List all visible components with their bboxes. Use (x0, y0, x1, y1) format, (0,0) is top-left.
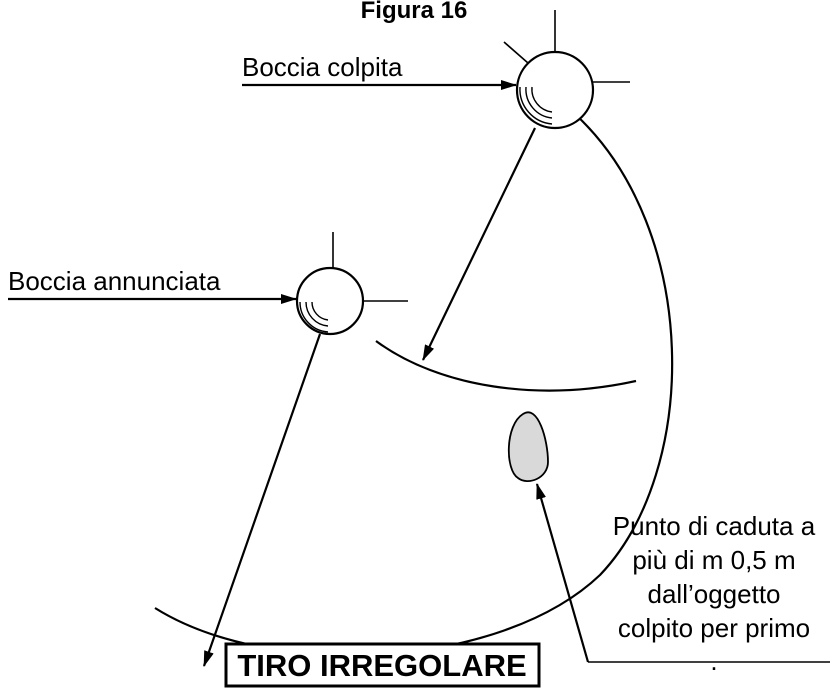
hit-ball-tick-upper-left (503, 41, 529, 64)
figure-title: Figura 16 (361, 0, 468, 24)
landing-note-line: colpito per primo (618, 613, 810, 643)
landing-note-line: più di m 0,5 m (632, 545, 795, 575)
hit-ball (503, 10, 630, 130)
banner-text: TIRO IRREGOLARE (237, 648, 526, 683)
banner-box (224, 642, 541, 688)
landing-note-line: . (710, 646, 717, 676)
landing-note-line: Punto di caduta a (613, 511, 816, 541)
landing-note-line: dall’oggetto (648, 579, 781, 609)
announced-ball-radius-arrow (202, 333, 322, 667)
hit-ball-radius-arrow (422, 127, 536, 361)
inner-arc (375, 340, 637, 392)
landing-note-arrow (535, 483, 590, 663)
outer-arc (154, 113, 674, 657)
announced-ball-label: Boccia annunciata (8, 266, 221, 296)
landing-spot (507, 411, 549, 483)
landing-note: Punto di caduta a più di m 0,5 m dall’og… (613, 511, 816, 676)
announced-ball (295, 232, 408, 336)
hit-ball-label: Boccia colpita (242, 52, 403, 82)
